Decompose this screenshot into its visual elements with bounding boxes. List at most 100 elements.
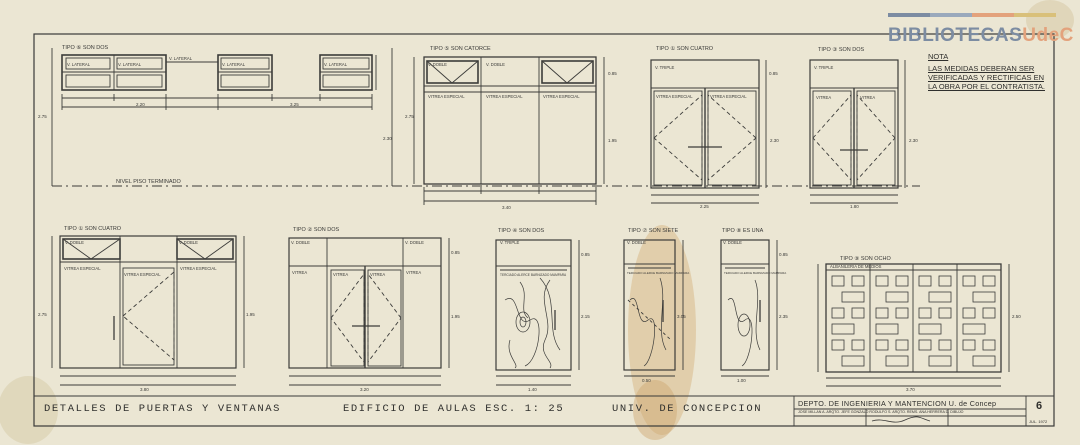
dim: 3.40 (502, 205, 511, 210)
dim: 1.95 (451, 314, 460, 319)
glass-label: V. LATERAL (118, 62, 142, 67)
glass-label: VITREA (333, 272, 348, 277)
glass-label: V. TRIPLE (655, 65, 675, 70)
dim: 0.85 (769, 71, 778, 76)
dim: 2.35 (779, 314, 788, 319)
lattice-label: ALBAÑILERIA DE MEDIOS (830, 264, 882, 269)
door-type-8 (720, 239, 778, 377)
type-label-3-top: TIPO ③ SON DOS (818, 46, 865, 53)
type-label-6: TIPO ⑥ SON DOS (62, 44, 109, 51)
water-stain (1026, 0, 1074, 40)
dim: 0.85 (608, 71, 617, 76)
university-title: UNIV. DE CONCEPCION (612, 403, 763, 415)
sheet-border (33, 33, 1055, 427)
floor-level-label: NIVEL PISO TERMINADO (116, 179, 182, 185)
glass-label: VITREA ESPECIAL (710, 94, 747, 99)
type-label-1-bottom: TIPO ① SON CUATRO (64, 225, 122, 232)
dim: 0.85 (779, 252, 788, 257)
dim: 1.95 (246, 312, 255, 317)
water-stain (0, 376, 58, 444)
dim: 2.75 (38, 312, 47, 317)
type-label-5: TIPO ⑤ SON CATORCE (430, 45, 491, 52)
dim: 3.20 (360, 387, 369, 392)
drawing-date: JUL. 1972 (1029, 419, 1048, 424)
dim: 2.50 (1012, 314, 1021, 319)
glass-label: VITREA ESPECIAL (543, 94, 580, 99)
glass-label: V. DOBLE (627, 240, 646, 245)
glass-label: V. DOBLE (723, 240, 742, 245)
construction-note: NOTA LAS MEDIDAS DEBERAN SER VERIFICADAS… (928, 52, 1048, 91)
dim: 3.80 (140, 387, 149, 392)
glass-label: V. DOBLE (65, 240, 84, 245)
glass-label: V. LATERAL (169, 56, 193, 61)
dim: 3.05 (677, 314, 686, 319)
building-title: EDIFICIO DE AULAS ESC. 1: 25 (343, 403, 565, 415)
dim: 2.75 (38, 114, 47, 119)
note-heading: NOTA (928, 52, 949, 61)
dim: 0.50 (642, 378, 651, 383)
door-type-1-top (650, 59, 767, 204)
author-names: JOSE MILLAN A. ARQTO. JEFE GONZALO RODUL… (798, 410, 964, 414)
glass-label: VITREA (860, 95, 875, 100)
glass-label: V. DOBLE (291, 240, 310, 245)
glass-label: V. TRIPLE (500, 240, 520, 245)
dim: 2.30 (770, 138, 779, 143)
dim: 1.95 (608, 138, 617, 143)
dim: 3.70 (906, 387, 915, 392)
wood-label: TERCIADO ALERCE BARNIZADO MAMPARA (627, 271, 689, 275)
glass-label: V. TRIPLE (814, 65, 834, 70)
department-label: DEPTO. DE INGENIERIA Y MANTENCION U. de … (798, 399, 997, 408)
glass-label: VITREA (816, 95, 831, 100)
lattice-type-9 (817, 263, 1010, 387)
dim: 3.25 (290, 102, 299, 107)
door-type-3-top (809, 59, 906, 204)
glass-label: V. DOBLE (428, 62, 447, 67)
water-stain (633, 380, 677, 440)
glass-label: VITREA ESPECIAL (486, 94, 523, 99)
dim: 1.40 (528, 387, 537, 392)
glass-label: V. LATERAL (324, 62, 348, 67)
glass-label: V. DOBLE (405, 240, 424, 245)
type-label-1-top: TIPO ① SON CUATRO (656, 45, 714, 52)
dim: 0.85 (581, 252, 590, 257)
glass-label: VITREA ESPECIAL (64, 266, 101, 271)
logo-color-bar (888, 13, 1056, 17)
dim: 1.80 (850, 204, 859, 209)
door-type-5 (413, 56, 605, 205)
water-stain (628, 225, 696, 435)
door-type-7 (623, 239, 684, 377)
glass-label: V. DOBLE (486, 62, 505, 67)
type-label-4: TIPO ④ SON DOS (498, 227, 545, 234)
note-body: LAS MEDIDAS DEBERAN SER VERIFICADAS Y RE… (928, 64, 1045, 91)
glass-label: V. DOBLE (179, 240, 198, 245)
sheet-number: 6 (1036, 400, 1043, 412)
glass-label: VITREA ESPECIAL (656, 94, 693, 99)
glass-label: VITREA ESPECIAL (180, 266, 217, 271)
glass-label: VITREA (292, 270, 307, 275)
title-block-frame (793, 395, 1055, 427)
dim: 0.85 (451, 250, 460, 255)
glass-label: VITREA ESPECIAL (428, 94, 465, 99)
door-type-2 (288, 237, 450, 386)
logo-text: BIBLIOTECASUdeC (888, 25, 1074, 46)
wood-label: TERCIADO ALERCE BARNIZADO MAMPARA (500, 273, 567, 277)
door-type-1-bottom (51, 235, 245, 386)
glass-label: V. LATERAL (222, 62, 246, 67)
glass-label: VITREA (370, 272, 385, 277)
dim: 2.20 (136, 102, 145, 107)
dim: 2.30 (383, 136, 392, 141)
window-type-6 (51, 48, 393, 186)
door-type-4 (495, 239, 580, 386)
drawing-title: DETALLES DE PUERTAS Y VENTANAS (44, 403, 282, 415)
dim: 1.00 (737, 378, 746, 383)
dim: 2.30 (909, 138, 918, 143)
glass-label: VITREA (406, 270, 421, 275)
type-label-2: TIPO ② SON DOS (293, 226, 340, 233)
type-label-9: TIPO ⑨ SON OCHO (840, 255, 891, 262)
bibliotecas-udec-logo: BIBLIOTECASUdeC (888, 13, 1073, 47)
type-label-8: TIPO ⑧ ES UNA (722, 227, 764, 234)
glass-label: VITREA ESPECIAL (124, 272, 161, 277)
dim: 2.75 (405, 114, 414, 119)
